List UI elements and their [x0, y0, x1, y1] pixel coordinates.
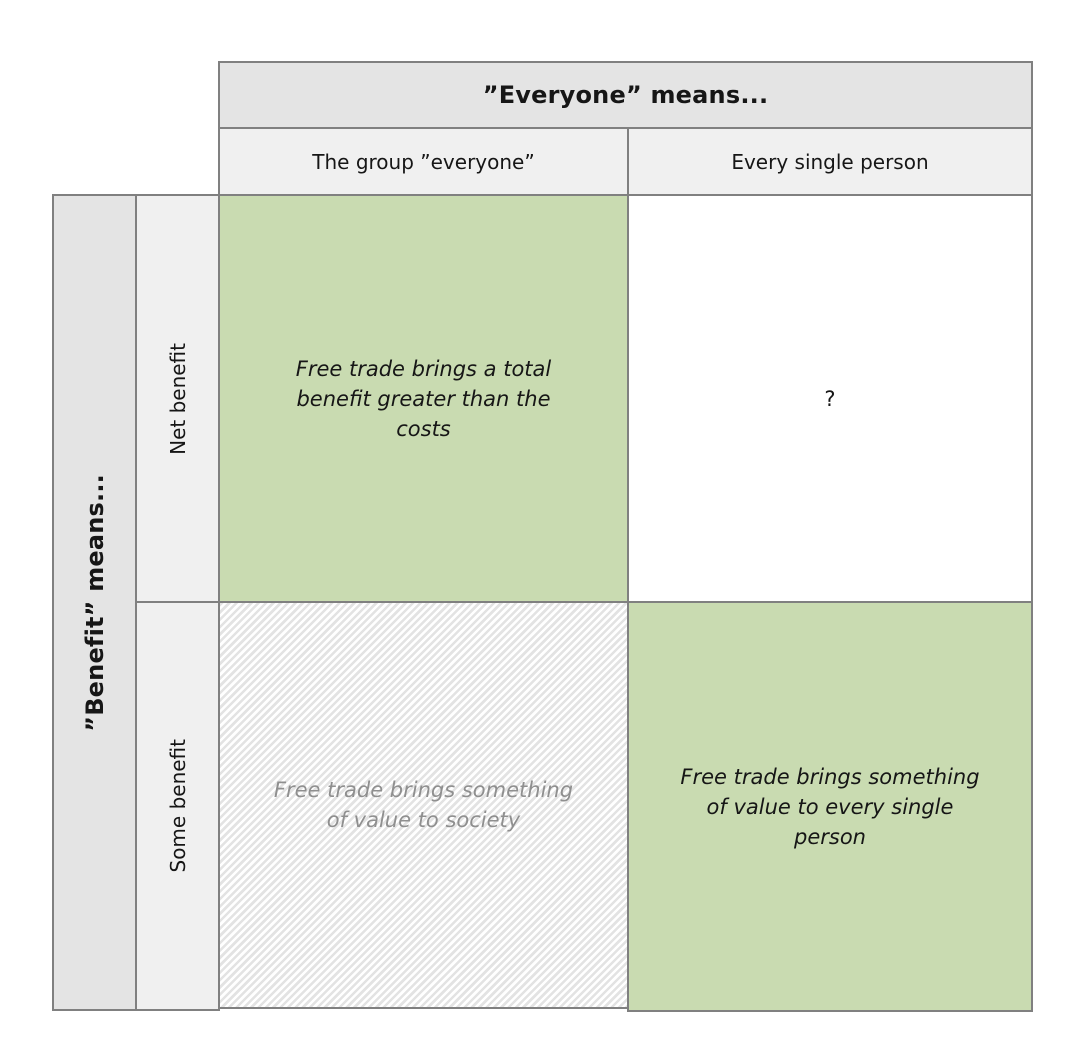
row-header-some-benefit: Some benefit — [135, 601, 220, 1011]
cell-net-benefit-person-text: ? — [824, 386, 836, 411]
cell-net-benefit-person: ? — [627, 194, 1033, 603]
cell-some-benefit-group-text: Free trade brings something of value to … — [273, 778, 574, 832]
column-header-every-single-person: Every single person — [627, 127, 1033, 196]
column-header-every-single-person-text: Every single person — [731, 149, 929, 174]
column-axis-title-text: ”Everyone” means... — [482, 81, 769, 109]
column-axis-title: ”Everyone” means... — [218, 61, 1033, 129]
cell-net-benefit-group: Free trade brings a total benefit greate… — [218, 194, 629, 603]
column-header-group-everyone: The group ”everyone” — [218, 127, 629, 196]
row-header-some-benefit-text: Some benefit — [165, 739, 190, 873]
row-header-net-benefit: Net benefit — [135, 194, 220, 603]
row-axis-title-text: ”Benefit” means... — [80, 473, 109, 732]
column-header-group-everyone-text: The group ”everyone” — [312, 149, 535, 174]
row-header-net-benefit-text: Net benefit — [165, 342, 190, 455]
cell-some-benefit-person-text: Free trade brings something of value to … — [680, 764, 980, 849]
row-axis-title: ”Benefit” means... — [52, 194, 137, 1011]
cell-some-benefit-group: Free trade brings something of value to … — [218, 601, 629, 1009]
cell-some-benefit-person: Free trade brings something of value to … — [627, 601, 1033, 1012]
cell-net-benefit-group-text: Free trade brings a total benefit greate… — [295, 356, 552, 441]
